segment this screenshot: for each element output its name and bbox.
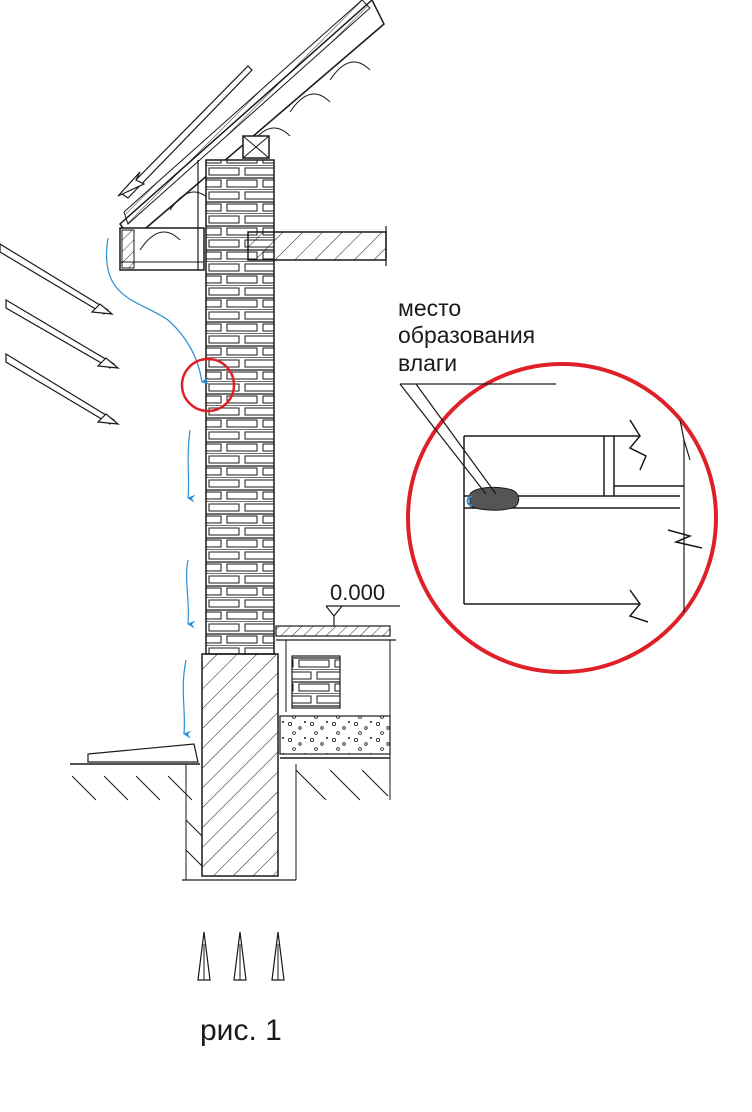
foundation xyxy=(182,653,296,881)
wind-arrow-icon xyxy=(0,243,114,315)
ground-floor xyxy=(275,625,396,801)
figure-caption: рис. 1 xyxy=(200,1014,282,1047)
label-line-3: влаги xyxy=(398,350,457,376)
label-line-1: место xyxy=(398,295,461,321)
blind-area xyxy=(70,743,297,880)
moisture-spot xyxy=(469,486,520,511)
wind-arrow-icon xyxy=(117,65,253,199)
wind-arrow-icon xyxy=(5,298,120,369)
label-line-2: образования xyxy=(398,322,535,348)
wind-arrow-icon xyxy=(5,352,120,425)
roof xyxy=(117,0,385,271)
level-mark: 0.000 xyxy=(325,580,400,626)
up-arrow-icon xyxy=(271,931,285,981)
detail-callout xyxy=(406,362,718,674)
label-leader xyxy=(399,383,556,495)
up-arrow-icon xyxy=(197,931,211,981)
wind-arrows xyxy=(0,243,120,425)
level-mark-label: 0.000 xyxy=(330,580,385,605)
brick-wall xyxy=(205,159,275,655)
up-arrow-icon xyxy=(233,931,247,981)
floor-slab xyxy=(247,226,387,266)
ground-heat-arrows xyxy=(197,931,285,981)
moisture-location-marker xyxy=(180,357,236,413)
